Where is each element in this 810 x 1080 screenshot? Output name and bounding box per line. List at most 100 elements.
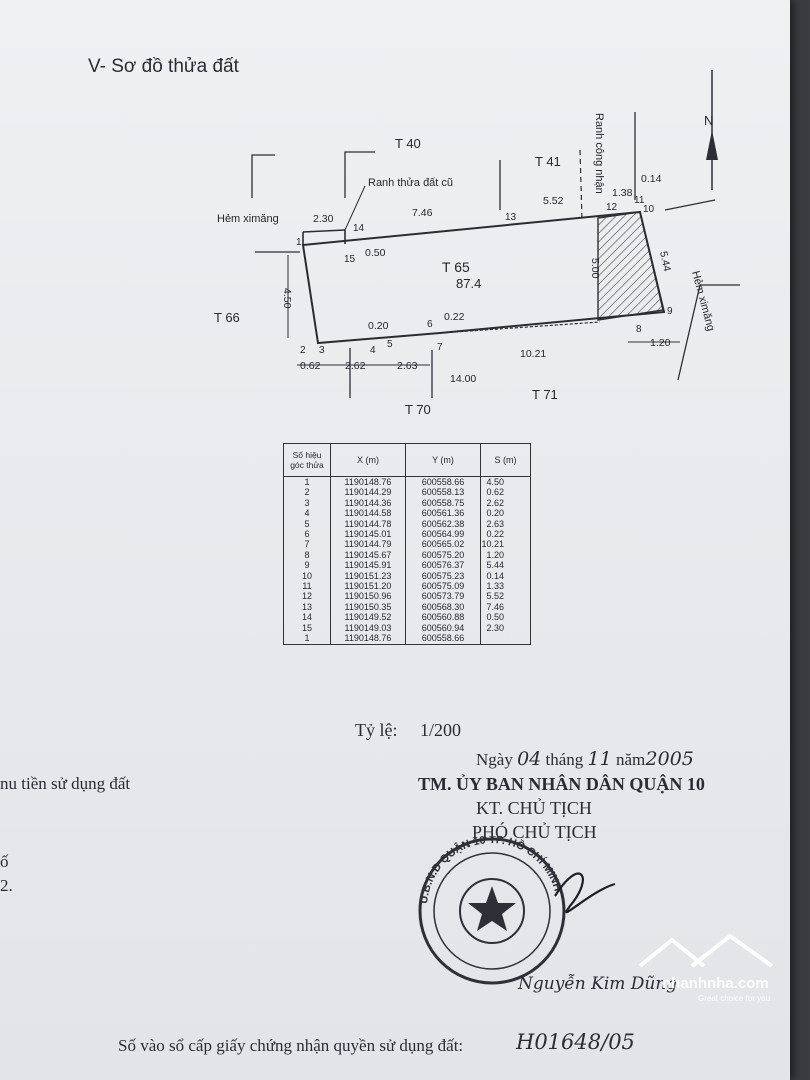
point-label: 3 [319, 345, 325, 356]
dim-label: 10.21 [520, 348, 546, 360]
table-cell: 4.50 [480, 476, 531, 488]
land-plot-diagram: N T 40 T 41 T 65 87.4 T 66 T 70 T 71 Ran… [214, 70, 740, 417]
scale-value: 1/200 [420, 720, 462, 740]
point-label: 10 [643, 204, 655, 215]
authority-vice: PHÓ CHỦ TỊCH [472, 822, 597, 842]
dim-label: 0.62 [300, 360, 321, 372]
table-cell: 0.20 [480, 508, 531, 519]
point-label: 15 [344, 254, 356, 265]
dim-label: 1.20 [650, 337, 671, 349]
dim-label: 2.62 [345, 360, 366, 372]
point-label: 14 [353, 223, 365, 234]
date-day: 04 [517, 748, 542, 770]
sheet-t71: T 71 [532, 387, 558, 402]
dim-label: 0.22 [444, 311, 465, 323]
official-seal: U.B.N.D QUẬN 10 TP. HỒ CHÍ MINH [418, 836, 616, 985]
table-cell: 14 [283, 612, 331, 623]
table-cell: 1190151.23 [330, 570, 406, 582]
dimension-lines [287, 255, 680, 366]
table-cell: 13 [283, 601, 331, 613]
table-cell: 11 [283, 581, 331, 592]
left-cutoff-a: ố [0, 852, 9, 871]
parcel-area: 87.4 [456, 276, 481, 291]
dim-label: 7.46 [412, 207, 433, 219]
table-cell: 12 [283, 591, 331, 602]
table-cell: 6 [283, 529, 331, 540]
dim-label: 2.30 [313, 213, 334, 225]
table-cell: 1190148.76 [330, 633, 406, 645]
point-label: 6 [427, 319, 433, 330]
table-cell: 600560.88 [405, 612, 481, 623]
table-cell: 2.62 [480, 497, 531, 509]
table-cell: 0.62 [480, 487, 531, 498]
table-cell: 1 [283, 476, 331, 488]
sheet-t66: T 66 [214, 310, 240, 325]
table-cell: 5.52 [480, 591, 531, 602]
point-label: 11 [634, 195, 645, 206]
left-cutoff-b: 2. [0, 876, 13, 895]
table-cell: 1190149.52 [330, 612, 406, 623]
table-cell: 600575.09 [405, 581, 481, 592]
register-number: H01648/05 [516, 1030, 635, 1054]
table-cell: 10.21 [480, 539, 531, 550]
signature-stroke [554, 872, 616, 914]
date-year-label: năm [615, 750, 646, 769]
svg-text:N: N [704, 113, 713, 128]
table-cell: 2 [283, 487, 331, 498]
boundary-note: Ranh công nhận [593, 113, 605, 194]
table-cell: 1190145.91 [330, 560, 406, 571]
section-title: V- Sơ đồ thửa đất [88, 56, 239, 77]
table-cell: 0.50 [480, 612, 531, 623]
column-header: X (m) [330, 443, 406, 477]
table-cell: 600568.30 [405, 601, 481, 613]
point-label: 5 [387, 339, 393, 350]
table-cell: 2.30 [480, 622, 531, 634]
table-cell: 0.22 [480, 529, 531, 540]
alley-left-note: Hẻm ximăng [217, 213, 279, 225]
scale-label: Tỷ lệ: [355, 720, 398, 740]
table-cell: 600562.38 [405, 518, 481, 530]
sheet-t70: T 70 [405, 402, 431, 417]
point-label: 12 [606, 202, 618, 213]
point-label: 2 [300, 345, 306, 356]
table-cell: 1190150.35 [330, 601, 406, 613]
table-cell: 7.46 [480, 601, 531, 613]
table-cell: 1190149.03 [330, 622, 406, 634]
column-header: Số hiệu góc thửa [283, 443, 331, 477]
watermark-brand: nhanhnha.com [662, 975, 769, 992]
table-cell: 600565.02 [405, 539, 481, 550]
table-cell: 10 [283, 570, 331, 582]
dim-label: 5.52 [543, 195, 564, 207]
neighbour-lines [251, 112, 740, 398]
column-header: S (m) [480, 443, 531, 477]
table-cell: 5 [283, 518, 331, 530]
table-cell: 600575.20 [405, 549, 481, 561]
dim-label: 2.63 [397, 360, 418, 372]
scale-line: Tỷ lệ: 1/200 [355, 720, 461, 741]
star-icon [468, 886, 516, 931]
table-cell: 1190148.76 [330, 476, 406, 488]
table-cell: 600576.37 [405, 560, 481, 571]
parcel-outline [301, 210, 666, 345]
table-cell: 2.63 [480, 518, 531, 530]
point-label: 13 [505, 212, 517, 223]
dim-label: 0.20 [368, 320, 389, 332]
table-cell: 1190144.58 [330, 508, 406, 519]
table-cell: 1190144.36 [330, 497, 406, 509]
authority-kt: KT. CHỦ TỊCH [476, 798, 592, 818]
table-cell: 5.44 [480, 560, 531, 571]
table-cell: 0.14 [480, 570, 531, 582]
table-cell: 1190144.78 [330, 518, 406, 530]
dim-label: 14.00 [450, 373, 476, 385]
sheet-t40: T 40 [395, 136, 421, 151]
table-cell: 600561.36 [405, 508, 481, 519]
